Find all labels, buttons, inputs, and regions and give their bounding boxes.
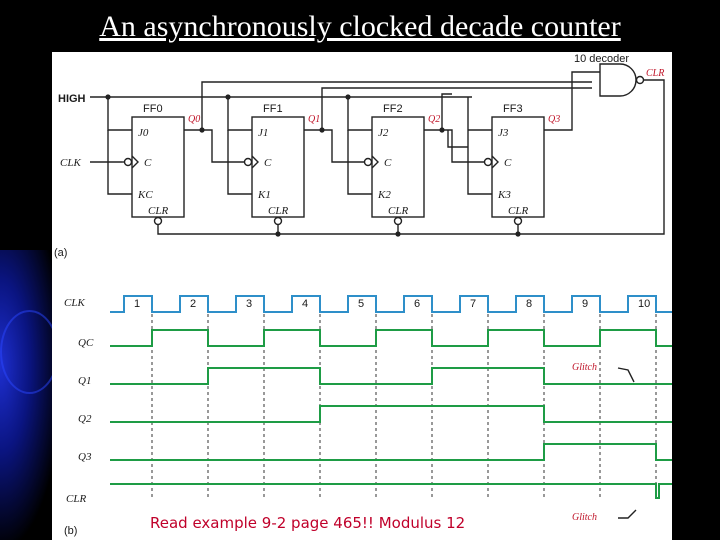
signal-label-q2: Q2: [78, 413, 92, 425]
decoder-label: 10 decoder: [574, 53, 629, 65]
q0-waveform: [110, 329, 672, 347]
flip-flop-ff0: FF0 J0 C KC CLR Q0: [123, 103, 200, 226]
q1-waveform: [110, 367, 672, 385]
flip-flop-ff2: FF2 J2 C K2 CLR Q2: [363, 103, 440, 226]
clock-pulse-label: 1: [134, 298, 140, 310]
decoder-output-label: CLR: [646, 68, 664, 79]
ff2-k: K2: [377, 189, 391, 201]
figure-svg: HIGH CLK FF0 J0 C KC CLR Q0 FF1 J1 C K1 …: [54, 53, 672, 537]
background-glow: [0, 250, 60, 540]
clock-pulse-label: 10: [638, 298, 650, 310]
part-b-label: (b): [64, 525, 77, 537]
flip-flop-ff3: FF3 J3 C K3 CLR Q3: [483, 103, 560, 226]
clock-pulse-label: 7: [470, 298, 476, 310]
ff1-j: J1: [258, 127, 268, 139]
glitch-label-2: Glitch: [572, 512, 597, 523]
ff0-k: KC: [137, 189, 153, 201]
part-a-label: (a): [54, 247, 67, 259]
clock-pulse-label: 2: [190, 298, 196, 310]
q3-waveform: [110, 443, 672, 461]
glitch-arrow-1: [617, 367, 635, 383]
ff0-c: C: [144, 157, 152, 169]
ff3-k: K3: [497, 189, 511, 201]
decoder-nand-gate: 10 decoder CLR: [574, 53, 664, 97]
ff0-name: FF0: [143, 103, 163, 115]
q2-waveform: [110, 405, 672, 423]
circuit-diagram: HIGH CLK FF0 J0 C KC CLR Q0 FF1 J1 C K1 …: [54, 53, 665, 259]
flip-flop-ff1: FF1 J1 C K1 CLR Q1: [243, 103, 320, 226]
signal-label-q3: Q3: [78, 451, 92, 463]
ff0-j: J0: [138, 127, 149, 139]
ff3-j: J3: [498, 127, 509, 139]
glitch-arrow-2: [618, 509, 637, 519]
clock-pulse-label: 5: [358, 298, 364, 310]
ff3-c: C: [504, 157, 512, 169]
ff1-c: C: [264, 157, 272, 169]
signal-label-qc: QC: [78, 337, 94, 349]
ff0-q: Q0: [188, 114, 200, 125]
clr-waveform: [110, 483, 672, 499]
signal-label-clk: CLK: [64, 297, 85, 309]
high-label: HIGH: [58, 93, 86, 105]
edge-markers: [151, 296, 657, 498]
ff3-q: Q3: [548, 114, 560, 125]
ff1-k: K1: [257, 189, 271, 201]
clock-waveform: [110, 295, 672, 313]
glitch-label-1: Glitch: [572, 362, 597, 373]
ff1-clr: CLR: [268, 205, 288, 217]
slide-title: An asynchronously clocked decade counter: [99, 10, 621, 43]
ff2-j: J2: [378, 127, 389, 139]
ff1-q: Q1: [308, 114, 320, 125]
ff2-clr: CLR: [388, 205, 408, 217]
background-swirl: [0, 310, 59, 394]
clock-pulse-label: 6: [414, 298, 420, 310]
timing-diagram: CLK QC Q1 Q2 Q3 CLR 1 2 3 4 5 6 7 8 9 10 Glitch G…: [64, 295, 672, 537]
clock-pulse-label: 9: [582, 298, 588, 310]
ff2-c: C: [384, 157, 392, 169]
example-note: Read example 9-2 page 465!! Modulus 12: [150, 514, 466, 532]
clock-pulse-label: 3: [246, 298, 252, 310]
ff3-name: FF3: [503, 103, 523, 115]
clk-label: CLK: [60, 157, 81, 169]
ff3-clr: CLR: [508, 205, 528, 217]
ff1-name: FF1: [263, 103, 283, 115]
clock-pulse-label: 8: [526, 298, 532, 310]
clock-pulse-label: 4: [302, 298, 308, 310]
figure-panel: HIGH CLK FF0 J0 C KC CLR Q0 FF1 J1 C K1 …: [52, 52, 672, 540]
ff0-clr: CLR: [148, 205, 168, 217]
ff2-name: FF2: [383, 103, 403, 115]
ff2-q: Q2: [428, 114, 440, 125]
signal-label-q1: Q1: [78, 375, 91, 387]
clock-pulse-labels: 1 2 3 4 5 6 7 8 9 10: [134, 298, 650, 310]
signal-label-clr: CLR: [66, 493, 86, 505]
